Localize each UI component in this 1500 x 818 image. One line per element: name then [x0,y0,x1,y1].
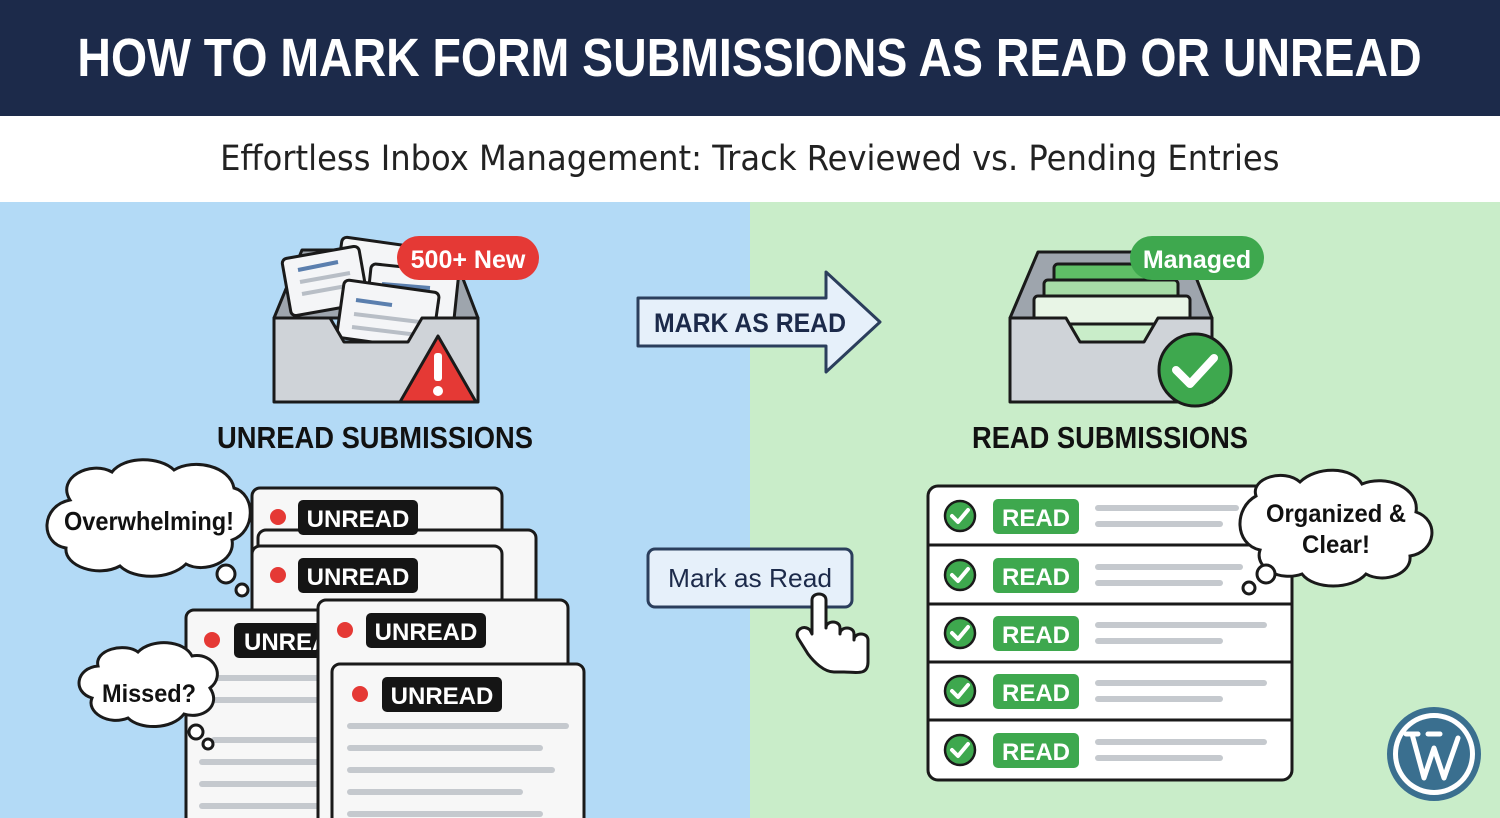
unread-heading: UNREAD SUBMISSIONS [217,420,533,455]
read-tag-2: READ [1002,564,1070,591]
read-tag-4: READ [1002,680,1070,707]
new-count-badge: 500+ New [397,236,539,280]
check-icon [943,674,977,708]
managed-badge: Managed [1130,236,1264,280]
page-title: HOW TO MARK FORM SUBMISSIONS AS READ OR … [77,28,1423,88]
read-row-3[interactable]: READ [943,616,1267,651]
read-tag-5: READ [1002,739,1070,766]
new-count-label: 500+ New [411,246,526,274]
hand-pointer-icon [795,592,870,675]
unread-tag-1: UNREAD [307,506,410,533]
check-circle-icon [1157,332,1233,408]
overwhelming-label: Overwhelming! [64,506,234,536]
organized-line-1: Organized & [1266,500,1406,528]
read-row-5[interactable]: READ [943,733,1267,768]
read-list [926,484,1294,782]
read-row-4[interactable]: READ [943,674,1267,709]
read-inbox-tray [1008,250,1233,408]
thought-bubble-missed: Missed? [77,641,219,751]
warning-icon [398,334,478,404]
mark-as-read-button-label: Mark as Read [668,563,832,593]
unread-tag-2: UNREAD [307,564,410,591]
missed-label: Missed? [102,680,196,708]
thought-bubble-organized: Organized & Clear! [1238,468,1434,596]
check-icon [943,616,977,650]
managed-label: Managed [1143,246,1251,274]
arrow-label: MARK AS READ [654,308,846,338]
check-icon [943,558,977,592]
unread-tag-4: UNREAD [375,619,478,646]
organized-line-2: Clear! [1302,531,1370,559]
wordpress-logo-icon [1387,707,1481,801]
read-tag-1: READ [1002,505,1070,532]
unread-tag-3: UNREA [244,629,329,656]
read-tag-3: READ [1002,622,1070,649]
mark-as-read-arrow: MARK AS READ [636,270,882,374]
read-row-1[interactable]: READ [943,499,1239,534]
unread-tag-5: UNREAD [391,683,494,710]
check-icon [943,499,977,533]
thought-bubble-overwhelming: Overwhelming! [45,458,252,598]
read-heading: READ SUBMISSIONS [972,420,1248,455]
read-row-2[interactable]: READ [943,558,1243,593]
subtitle-bar: Effortless Inbox Management: Track Revie… [0,116,1500,202]
check-icon [943,733,977,767]
unread-card-stack: UNREAD UNREAD UNREA UNREAD UNREAD [184,486,586,818]
header-bar: HOW TO MARK FORM SUBMISSIONS AS READ OR … [0,0,1500,116]
mark-as-read-button[interactable]: Mark as Read [646,547,854,609]
page-subtitle: Effortless Inbox Management: Track Revie… [220,139,1280,179]
